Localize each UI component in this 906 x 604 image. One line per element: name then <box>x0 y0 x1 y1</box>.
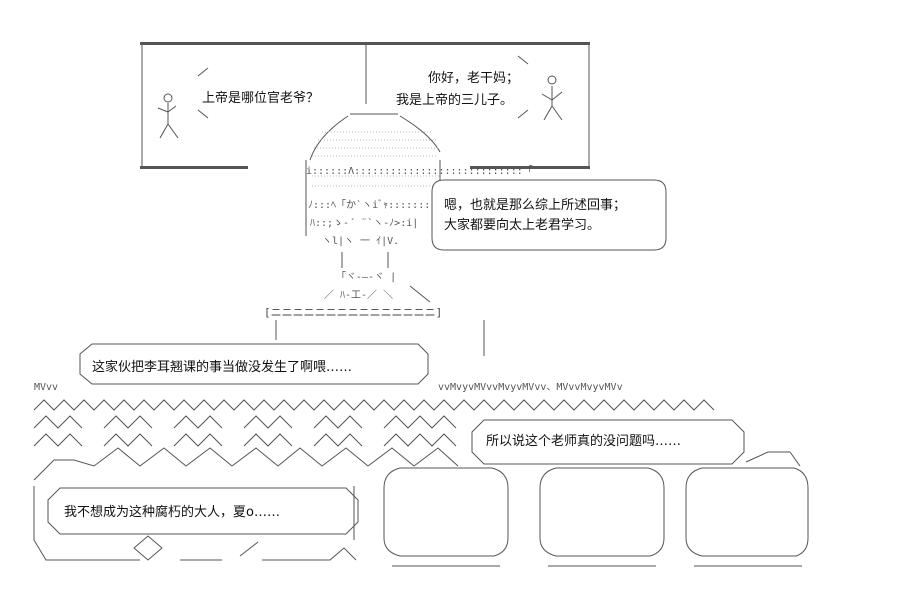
crowd-speech-line-1: 这家伙把李耳翘课的事当做没发生了啊喂…… <box>92 359 352 375</box>
top-panel-border-bottom-left <box>140 166 248 169</box>
top-panel: 上帝是哪位官老爷？ 你好，老干妈； 我是上帝的三儿子。 <box>140 42 590 169</box>
crowd-row-4-shoulders <box>33 447 459 481</box>
crowd-bubble-3-shape <box>47 487 359 535</box>
student-1-outline <box>33 486 140 561</box>
teacher-face-row: i::::::Λ::::::::::::::::::::::::::::「 <box>306 165 533 177</box>
crowd-row-1-hair <box>33 399 715 411</box>
teacher-speech-bubble: 嗯，也就是那么综上所述回事； 大家都要向太上老君学习。 <box>431 179 667 251</box>
teacher-figure: i::::::Λ::::::::::::::::::::::::::::「 ﾉ:… <box>305 113 533 303</box>
left-figure-leg <box>167 123 179 139</box>
student-back-1: 我不想成为这种腐朽的大人，夏o…… <box>33 486 359 561</box>
left-figure-speech-mark <box>197 109 209 119</box>
teacher-face-row: ﾊ::;ゝ-´ ¨`ヽ-ﾉ>:i| <box>310 217 418 229</box>
crowd-hair-right: vvMvyvMVvvMvyvMVvv、MVvvMvyvMVv <box>438 382 623 393</box>
student-1-ornament <box>133 535 163 561</box>
teacher-bubble-shape <box>431 179 667 251</box>
left-figure-arm <box>157 107 169 113</box>
teacher-hat-right <box>399 115 441 153</box>
crowd-bubble-1-shape <box>79 343 429 385</box>
right-speech-text-2: 我是上帝的三儿子。 <box>396 92 513 108</box>
left-figure-head <box>163 93 173 103</box>
crowd-row-3-hair <box>33 433 457 447</box>
teacher-face-row: ﾉ:::ﾍ「か`ヽiﾞｬ:::::::r| <box>308 199 442 211</box>
top-panel-border-bottom-right <box>470 166 590 169</box>
right-figure-arm <box>541 93 553 101</box>
teacher-speech-line-1: 嗯，也就是那么综上所述回事； <box>444 198 626 213</box>
student-back-4 <box>685 467 809 567</box>
left-figure-leg <box>159 123 169 139</box>
teacher-hat-shading <box>312 131 438 157</box>
crowd-row-2-hair <box>33 415 457 429</box>
crowd-hair-left: MVvv <box>34 382 58 393</box>
student-back-2 <box>383 467 509 567</box>
teacher-speech-line-2: 大家都要向太上老君学习。 <box>444 217 600 233</box>
right-figure-head <box>547 75 557 85</box>
teacher-collar-row: 「ヾ-―-ヾ | <box>336 271 396 283</box>
podium: [ニニニニニニニニニニニニニニニ] <box>264 306 485 356</box>
student-4-head <box>685 467 809 557</box>
right-figure-speech-mark <box>517 55 529 65</box>
student-back-3 <box>539 467 665 567</box>
student-3-head <box>539 467 665 557</box>
crowd-speech-bubble-2: 所以说这个老师真的没问题吗…… <box>471 419 745 465</box>
crowd-speech-line-3: 我不想成为这种腐朽的大人，夏o…… <box>64 504 280 520</box>
right-figure-arm <box>551 91 563 101</box>
crowd-head-right <box>745 451 801 467</box>
teacher-sleeve <box>409 285 431 303</box>
crowd-speech-line-2: 所以说这个老师真的没问题吗…… <box>486 433 681 449</box>
teacher-hat-left <box>309 115 349 161</box>
podium-top: [ニニニニニニニニニニニニニニニ] <box>264 306 442 319</box>
crowd-bubble-2-shape <box>471 419 745 465</box>
left-figure-speech-mark <box>197 67 209 77</box>
student-1-bottom <box>180 541 357 561</box>
teacher-hair-shading <box>312 175 440 187</box>
teacher-robe-row: ／ ﾊ-工-／ ＼ <box>324 289 393 301</box>
teacher-body-row: ヽl|ヽ 一 ｲ|V. <box>322 236 399 247</box>
right-figure-leg <box>543 105 553 121</box>
left-stick-figure <box>157 67 209 139</box>
left-figure-arm <box>167 105 177 113</box>
top-panel-border-top <box>140 42 590 45</box>
crowd: 这家伙把李耳翘课的事当做没发生了啊喂…… MVvv vvMvyvMVvvMvyv… <box>33 343 809 567</box>
left-speech-text: 上帝是哪位官老爷？ <box>202 90 319 106</box>
crowd-speech-bubble-1: 这家伙把李耳翘课的事当做没发生了啊喂…… <box>79 343 429 385</box>
right-figure-leg <box>551 105 563 121</box>
right-stick-figure <box>517 55 563 121</box>
right-figure-speech-mark <box>517 109 529 119</box>
right-speech-text-1: 你好，老干妈； <box>428 71 519 86</box>
student-2-head <box>383 467 509 557</box>
